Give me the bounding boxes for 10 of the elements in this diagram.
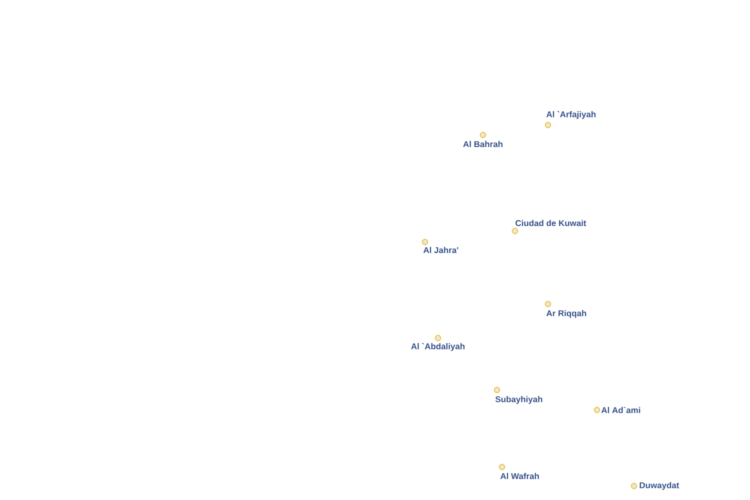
place-name: Al Ad`ami <box>601 406 640 414</box>
place-name: Ar Riqqah <box>546 310 586 318</box>
place-name: Al `Arfajiyah <box>546 111 596 119</box>
place-name: Duwaydat <box>640 482 680 490</box>
place-name: Al Bahrah <box>463 140 502 148</box>
place-name: Al Wafrah <box>500 472 539 480</box>
place-name: Al Jahra' <box>423 246 458 254</box>
place-name: Subayhiyah <box>495 396 542 404</box>
place-name: Al `Abdaliyah <box>411 343 465 351</box>
place-name: Ciudad de Kuwait <box>516 220 586 226</box>
